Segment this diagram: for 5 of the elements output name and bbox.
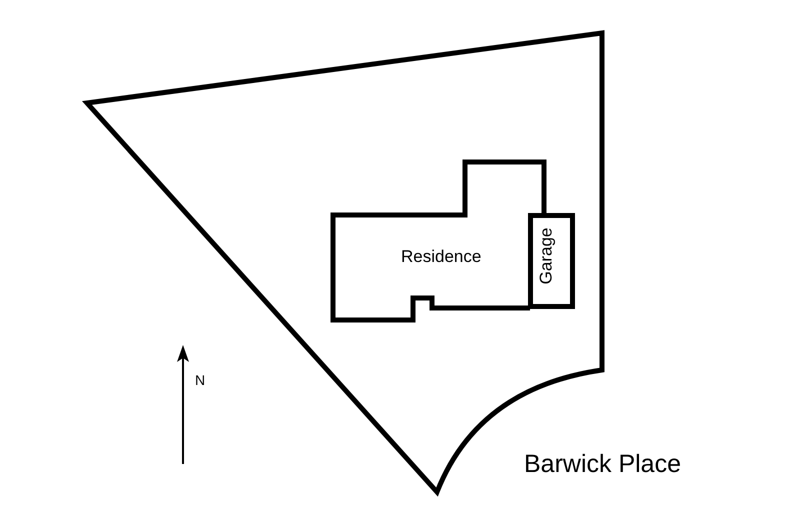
garage-outline [528,213,575,309]
building-label: Residence [401,247,482,267]
building-label: Garage [536,228,556,284]
north-label: N [195,372,206,388]
street-name: Barwick Place [524,450,681,479]
